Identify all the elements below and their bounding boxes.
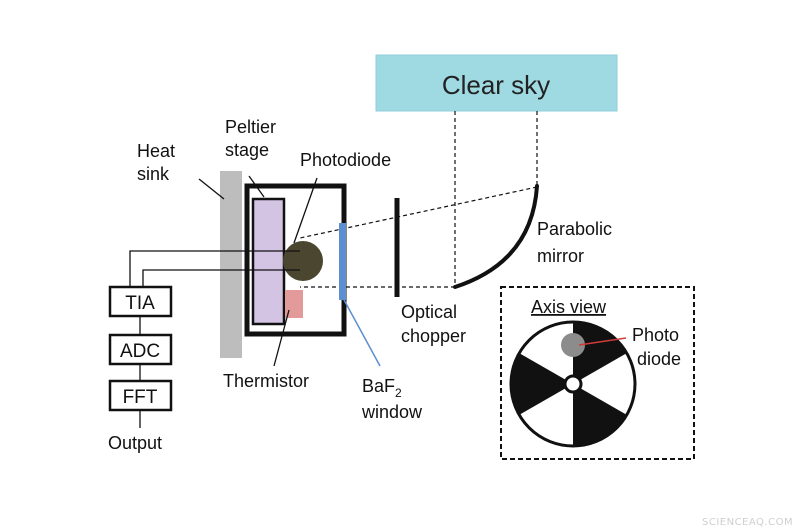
heat-sink-label-1: Heat xyxy=(137,141,175,161)
axis-photodiode xyxy=(561,333,585,357)
clear-sky-label: Clear sky xyxy=(442,70,550,100)
baf2-window xyxy=(339,223,346,300)
baf2-label: BaF2 xyxy=(362,376,402,400)
thermistor-leader xyxy=(273,309,290,367)
fft-label: FFT xyxy=(123,387,158,408)
signal-wire-outer xyxy=(129,250,300,287)
signal-wire-inner xyxy=(142,269,300,287)
baf2-window-label: window xyxy=(361,402,423,422)
chopper-blade-2 xyxy=(573,384,627,447)
chopper-hub xyxy=(563,374,583,394)
chopper-label-2: chopper xyxy=(401,326,466,346)
photodiode-leader xyxy=(293,177,318,244)
thermistor xyxy=(285,290,303,318)
axis-photodiode-leader xyxy=(578,337,627,346)
tia-label: TIA xyxy=(125,293,155,314)
window-leader xyxy=(342,297,381,367)
peltier-leader xyxy=(248,175,265,198)
heat-sink-leader xyxy=(198,178,225,200)
axis-photo-label-2: diode xyxy=(637,349,681,369)
axis-view-frame xyxy=(500,286,695,460)
baf2-base: BaF xyxy=(362,376,395,396)
reflected-ray-upper xyxy=(299,186,538,239)
adc-box xyxy=(108,333,173,366)
peltier-stage xyxy=(251,197,286,326)
thermistor-label: Thermistor xyxy=(223,371,309,391)
output-label: Output xyxy=(108,433,162,453)
peltier-label-2: stage xyxy=(225,140,269,160)
watermark: SCIENCEAQ.COM xyxy=(702,517,793,528)
mirror-label-2: mirror xyxy=(537,246,584,266)
axis-view-title: Axis view xyxy=(531,297,607,317)
photodiode-label: Photodiode xyxy=(300,150,391,170)
baf2-subscript: 2 xyxy=(395,386,402,400)
mirror-label-1: Parabolic xyxy=(537,219,612,239)
clear-sky-box xyxy=(375,54,618,112)
chopper-blade-3 xyxy=(510,353,573,415)
heat-sink-label-2: sink xyxy=(137,164,170,184)
adc-label: ADC xyxy=(120,341,160,362)
chopper-label-1: Optical xyxy=(401,302,457,322)
axis-photo-label-1: Photo xyxy=(632,325,679,345)
heat-sink xyxy=(220,171,242,358)
parabolic-mirror xyxy=(453,184,539,289)
peltier-label-1: Peltier xyxy=(225,117,276,137)
chopper-blade-1 xyxy=(573,321,627,384)
photodiode xyxy=(283,241,323,281)
chopper-wheel xyxy=(509,320,637,448)
